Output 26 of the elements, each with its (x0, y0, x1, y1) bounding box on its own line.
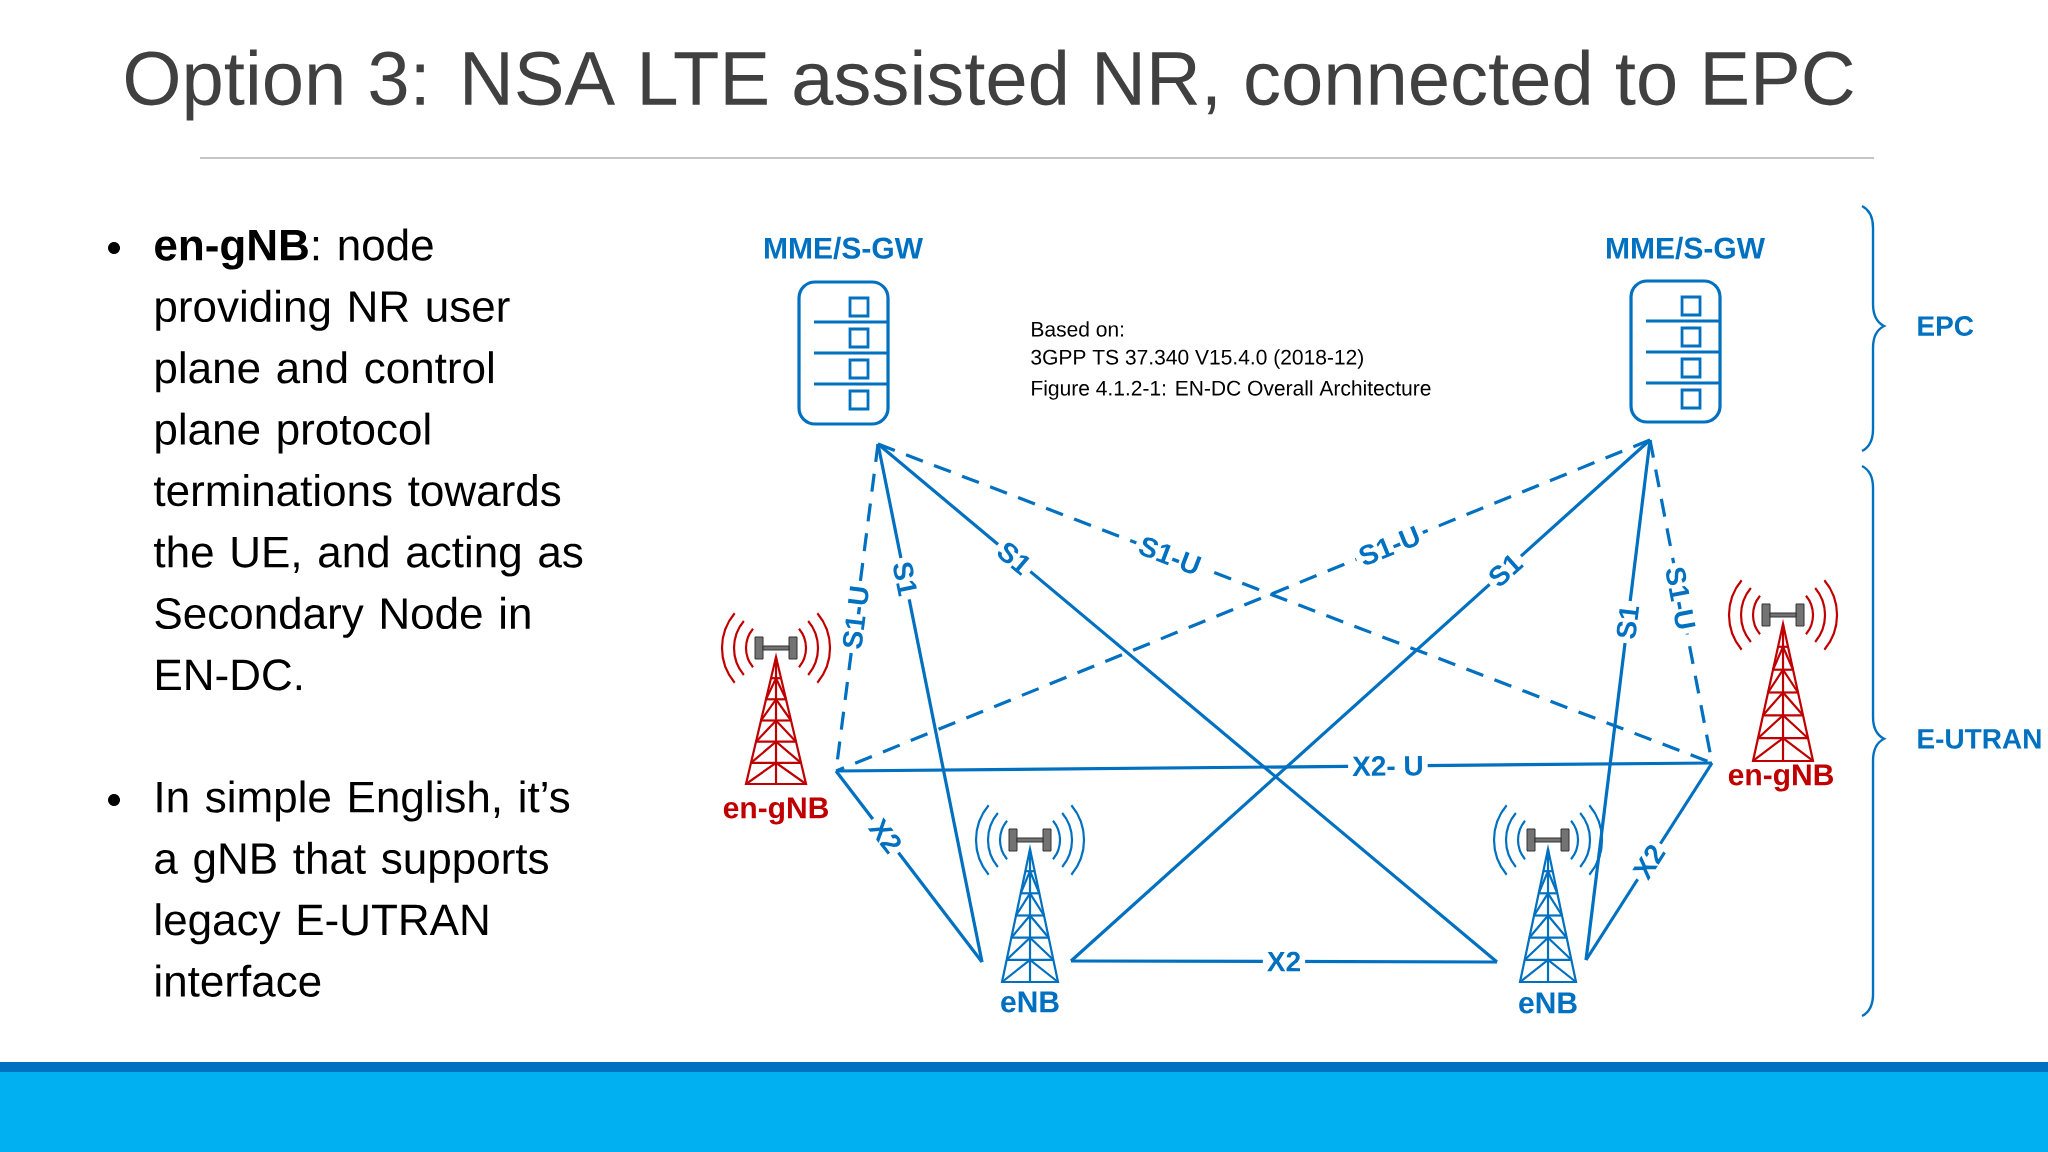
edge-label: S1-U (837, 579, 875, 655)
node-label: eNB (1001, 991, 1059, 1013)
node-label: MME/S-GW (765, 236, 923, 260)
edge-label: X2 (1262, 947, 1306, 976)
source-note: 3GPP TS 37.340 V15.4.0 (2018-12) (1031, 349, 1363, 369)
edge-label: X2 (861, 810, 910, 862)
edge-label: S1 (1611, 599, 1644, 645)
group-label: E-UTRAN (1918, 729, 2041, 749)
title: Option 3: NSA LTE assisted NR, connected to EPC (126, 49, 1853, 121)
source-note: Based on: (1032, 321, 1124, 337)
edge-label: S1-U (1131, 529, 1209, 582)
edge-label: S1-U (1659, 560, 1701, 637)
edge-label: X2- U (1348, 751, 1428, 781)
node-label: en-gNB (1728, 764, 1833, 792)
edge-label: S1 (887, 555, 923, 603)
source-note: Figure 4.1.2-1: EN-DC Overall Architecture (1032, 380, 1431, 400)
edge-label: S1 (989, 533, 1040, 583)
node-label: eNB (1519, 992, 1577, 1014)
node-label: en-gNB (723, 797, 828, 825)
edge-label: S1-U (1351, 519, 1428, 573)
bullet-text: In simple English, it’s a gNB that supports legacy E-UTRAN interface (155, 780, 570, 997)
group-label: EPC (1918, 316, 1974, 336)
node-label: MME/S-GW (1607, 236, 1765, 260)
bullet-text: en-gNB: node providing NR user plane and control plane protocol terminations towards the UE, and acting as Secondary Node in EN-DC. (154, 228, 583, 691)
edge-label: S1 (1480, 545, 1531, 595)
edge-label: X2 (1626, 836, 1672, 887)
